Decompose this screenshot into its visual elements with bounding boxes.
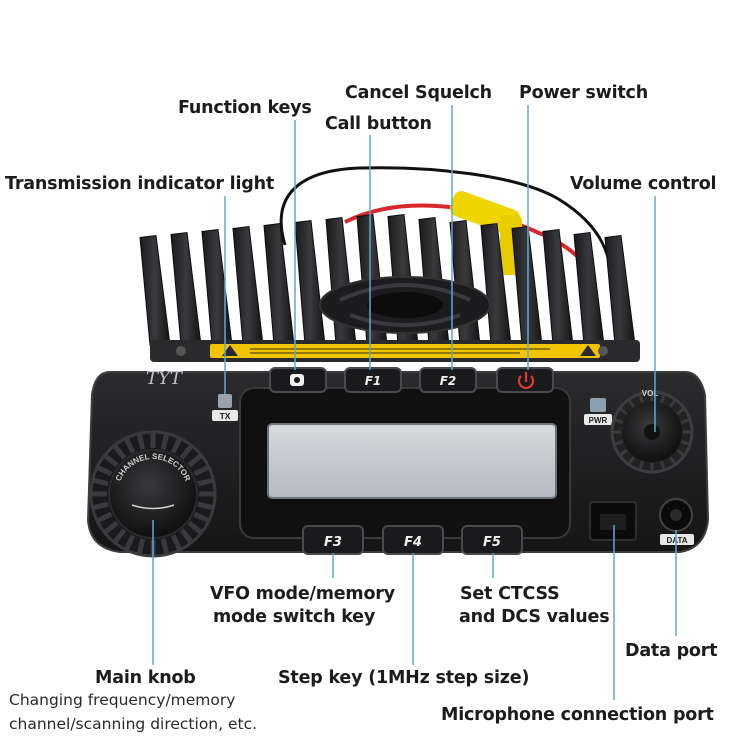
label-step-key: Step key (1MHz step size) (278, 668, 530, 688)
knob-grip (669, 456, 677, 465)
knob-grip (124, 534, 136, 551)
knob-grip (614, 440, 623, 446)
knob-grip (136, 433, 146, 450)
power-icon (517, 375, 535, 389)
warning-sticker (210, 344, 600, 358)
heatsink-fin (294, 219, 326, 346)
heatsink-fin (170, 231, 202, 346)
leader-lines (152, 105, 677, 700)
main-knob-desc-line2: channel/scanning direction, etc. (9, 715, 258, 733)
knob-grip (638, 394, 644, 403)
knob-grip (160, 433, 170, 450)
label-call-button: Call button (325, 114, 432, 134)
brand-logo: TYT (146, 368, 184, 389)
knob-grip (619, 407, 628, 415)
label-volume-control: Volume control (570, 174, 717, 194)
svg-text:F1: F1 (365, 374, 382, 388)
knob-grip (136, 538, 146, 555)
data-port[interactable]: DATA (659, 498, 694, 545)
heatsink-fin (573, 231, 605, 346)
knob-grip (681, 418, 690, 424)
svg-text:F5: F5 (483, 535, 501, 550)
knob-grip (197, 477, 214, 487)
knob-grip (676, 407, 685, 415)
knob-grip (160, 538, 170, 555)
knob-grip (638, 461, 644, 470)
ctcss-dcs-key[interactable]: F5 (461, 525, 523, 555)
svg-text:F4: F4 (404, 535, 422, 550)
knob-grip (170, 534, 182, 551)
label-mic-port: Microphone connection port (441, 705, 714, 725)
pwr-led (590, 398, 606, 412)
knob-grip (92, 501, 109, 511)
heatsink-fin (263, 222, 295, 346)
knob-grip (92, 477, 109, 487)
knob-grip (681, 440, 690, 446)
microphone-port[interactable] (589, 501, 637, 541)
knob-grip (170, 437, 182, 454)
svg-text:F2: F2 (440, 374, 457, 388)
svg-text:F3: F3 (324, 535, 342, 550)
volume-knob[interactable]: VOL (610, 389, 694, 474)
knob-grip (660, 394, 666, 403)
label-power-switch: Power switch (519, 83, 648, 103)
svg-text:DATA: DATA (666, 536, 687, 545)
knob-grip (124, 437, 136, 454)
knob-grip (193, 465, 210, 477)
label-main-knob: Main knob (95, 668, 196, 688)
cancel-squelch-button[interactable]: F2 (419, 367, 477, 393)
power-switch[interactable] (496, 367, 554, 393)
knob-grip (187, 454, 203, 468)
knob-grip (676, 449, 685, 457)
knob-grip (660, 461, 666, 470)
svg-text:TX: TX (220, 411, 231, 421)
knob-grip (179, 444, 193, 460)
main-knob[interactable]: CHANNEL SELECTOR (89, 430, 217, 558)
tx-led (218, 394, 232, 408)
knob-grip (614, 418, 623, 424)
lcd-display (267, 423, 557, 499)
knob-grip (619, 449, 628, 457)
label-data-port: Data port (625, 641, 718, 661)
function-key[interactable] (269, 367, 327, 393)
svg-text:VOL: VOL (642, 389, 659, 398)
label-transmission-indicator: Transmission indicator light (5, 174, 274, 194)
heatsink-fin (139, 234, 171, 346)
knob-grip (103, 454, 119, 468)
knob-grip (96, 465, 113, 477)
knob-grip (669, 399, 677, 408)
label-vfo-line1: VFO mode/memory (210, 584, 395, 604)
label-function-keys: Function keys (178, 98, 312, 118)
heatsink-fin (201, 228, 233, 346)
main-knob-desc-line1: Changing frequency/memory (9, 691, 236, 709)
heatsink-fin (511, 225, 543, 346)
vfo-memory-key[interactable]: F3 (302, 525, 364, 555)
label-ctcss-line2: and DCS values (459, 607, 610, 627)
knob-grip (103, 520, 119, 534)
knob-grip (113, 528, 127, 544)
label-vfo-line2: mode switch key (213, 607, 376, 627)
svg-text:PWR: PWR (589, 416, 608, 425)
knob-grip (193, 511, 210, 523)
label-cancel-squelch: Cancel Squelch (345, 83, 492, 103)
label-ctcss-line1: Set CTCSS (460, 584, 560, 604)
knob-grip (187, 520, 203, 534)
heatsink-fin (232, 225, 264, 346)
knob-grip (197, 501, 214, 511)
knob-grip (179, 528, 193, 544)
step-key[interactable]: F4 (382, 525, 444, 555)
knob-grip (627, 399, 635, 408)
knob-grip (627, 456, 635, 465)
knob-grip (113, 444, 127, 460)
call-button[interactable]: F1 (344, 367, 402, 393)
heatsink-fin (604, 234, 636, 346)
knob-grip (96, 511, 113, 523)
